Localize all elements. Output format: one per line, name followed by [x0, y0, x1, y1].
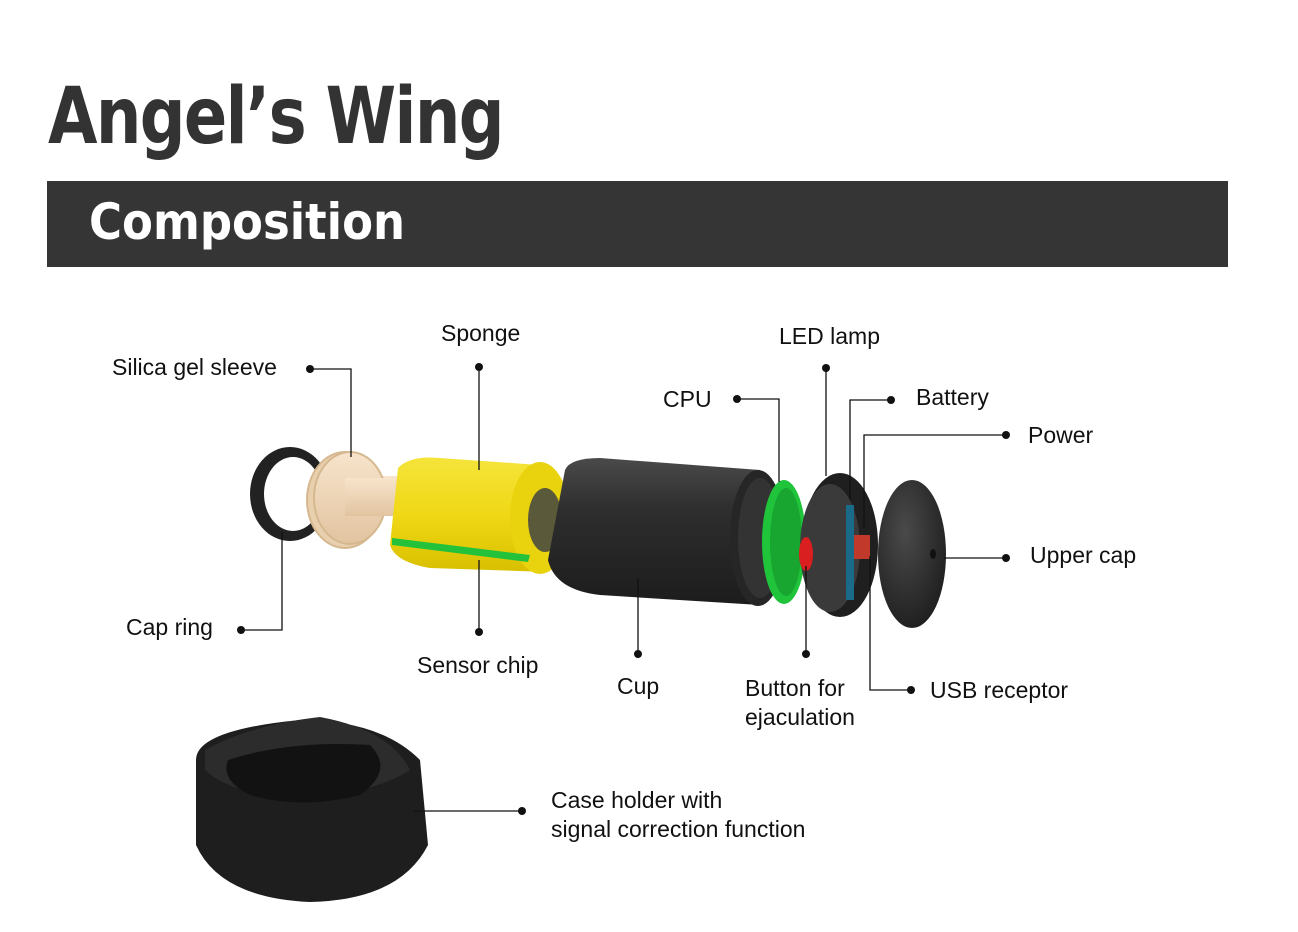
cpu-dot — [733, 395, 741, 403]
cpu-leader — [737, 398, 780, 482]
section-title: Composition — [89, 193, 406, 251]
cap-ring-dot — [237, 626, 245, 634]
cpu-board-part — [762, 480, 806, 604]
sensor-chip-dot — [475, 628, 483, 636]
power-dot — [1002, 431, 1010, 439]
label-cpu: CPU — [663, 386, 712, 412]
upper-cap-part — [878, 480, 946, 628]
main-body-part — [799, 473, 878, 617]
battery-dot — [887, 396, 895, 404]
label-usb-receptor: USB receptor — [930, 677, 1069, 703]
label-battery: Battery — [916, 384, 989, 410]
label-button-line2: ejaculation — [745, 704, 855, 730]
silica-gel-sleeve-part — [306, 451, 400, 549]
sponge-dot — [475, 363, 483, 371]
usb-dot — [907, 686, 915, 694]
sponge-part — [390, 457, 570, 574]
cup-part — [548, 458, 786, 606]
case-holder-part — [196, 717, 428, 902]
page-title: Angel’s Wing — [48, 72, 505, 162]
power-leader — [863, 434, 1006, 528]
battery-leader — [849, 399, 891, 500]
label-led-lamp: LED lamp — [779, 323, 880, 349]
silica-gel-leader — [310, 368, 352, 457]
label-case-line2: signal correction function — [551, 816, 806, 842]
case-dot — [518, 807, 526, 815]
label-upper-cap: Upper cap — [1030, 542, 1137, 568]
upper-cap-dot — [1002, 554, 1010, 562]
silica-gel-dot — [306, 365, 314, 373]
label-case-line1: Case holder with — [551, 787, 723, 813]
label-sponge: Sponge — [441, 320, 521, 346]
cap-ring-leader — [241, 532, 283, 631]
label-button-line1: Button for — [745, 675, 845, 701]
cup-dot — [634, 650, 642, 658]
led-dot — [822, 364, 830, 372]
label-silica-gel-sleeve: Silica gel sleeve — [112, 354, 277, 380]
label-sensor-chip: Sensor chip — [417, 652, 539, 678]
label-cap-ring: Cap ring — [126, 614, 213, 640]
section-banner: Composition — [47, 181, 1228, 267]
usb-leader — [869, 556, 911, 691]
button-dot — [802, 650, 810, 658]
label-power: Power — [1028, 422, 1094, 448]
label-cup: Cup — [617, 673, 660, 699]
